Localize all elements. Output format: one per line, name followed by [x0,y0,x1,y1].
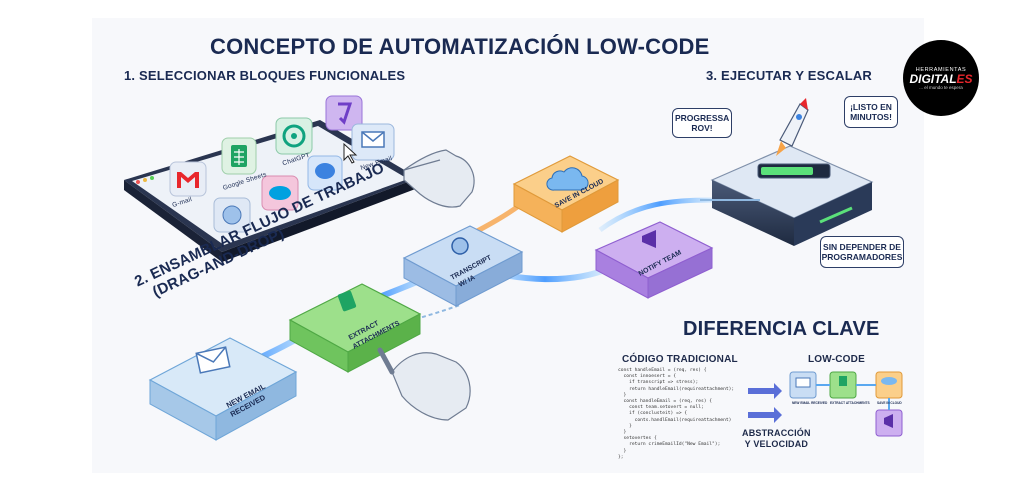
mini-block-cloud [875,371,903,399]
app-tile-sheets[interactable] [221,137,257,175]
block-save-in-cloud[interactable]: SAVE IN CLOUD [512,155,620,233]
app-tile-chatgpt[interactable] [275,117,313,155]
bubble-sin-depender: SIN DEPENDER DE PROGRAMADORES [820,236,904,268]
lowcode-heading: LOW-CODE [808,354,865,365]
bubble-listo: ¡LISTO EN MINUTOS! [844,96,898,128]
bubble-progress: PROGRESSA ROV! [672,108,732,138]
arrows-comparison [748,383,782,423]
step1-heading: 1. SELECCIONAR BLOQUES FUNCIONALES [124,68,406,83]
app-tile-chat[interactable] [307,155,343,191]
app-tile-gmail[interactable] [169,161,207,197]
step3-heading: 3. EJECUTAR Y ESCALAR [706,68,873,83]
abstraction-line1: ABSTRACCIÓN [742,428,811,438]
mini-label-extract: EXTRACT ATTACHMENTS [830,401,870,405]
app-tile-new-email[interactable] [351,123,395,161]
logo-wordmark: DIGITALES [909,73,972,85]
code-snippet: const handleEmail = (req, res) { const i… [618,368,735,460]
logo-word-es: ES [956,71,973,86]
page-title: CONCEPTO DE AUTOMATIZACIÓN LOW-CODE [210,34,710,59]
difference-heading: DIFERENCIA CLAVE [683,318,880,340]
app-tile-salesforce[interactable] [261,175,299,211]
logo-line1: HERRAMIENTAS [915,66,967,73]
mini-connectors [816,384,890,410]
server-platform [710,145,874,246]
block-extract-attachments[interactable]: EXTRACT ATTACHMENTS [288,283,422,373]
mini-block-extract [829,371,857,399]
logo-word-digital: DIGITAL [909,71,957,86]
rocket-icon [776,98,809,156]
block-notify-team[interactable]: NOTIFY TEAM [594,221,714,299]
mini-label-email: NEW EMAIL RECEIVED [792,401,828,405]
mini-block-notify [875,409,903,437]
mini-label-cloud: SAVE IN CLOUD [877,401,902,405]
hand-icon-bottom [377,347,471,421]
traditional-code-heading: CÓDIGO TRADICIONAL [622,354,738,365]
hand-icon-top [403,149,475,208]
brand-logo: HERRAMIENTAS DIGITALES ... el mundo te e… [903,40,979,116]
app-tile-purple[interactable] [325,95,363,131]
cursor-icon [343,142,358,164]
abstraction-label: ABSTRACCIÓN Y VELOCIDAD [742,428,811,451]
logo-tagline: ... el mundo te espera [919,84,963,90]
block-new-email-received[interactable]: NEW EMAIL RECEIVED [148,337,298,441]
app-tile-ai[interactable] [213,197,251,233]
block-transcript-ia[interactable]: TRANSCRIPT W/ IA [402,225,524,307]
mini-block-email [789,371,817,399]
abstraction-line2: Y VELOCIDAD [744,439,809,450]
